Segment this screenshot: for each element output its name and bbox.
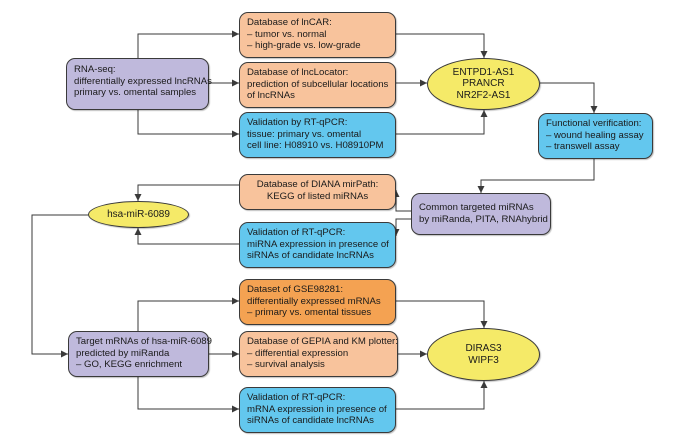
lnclocator-box: Database of lncLocator: prediction of su… bbox=[239, 62, 396, 108]
targets-line-1: predicted by miRanda bbox=[76, 347, 170, 359]
arrow-targets-to-qpcr3 bbox=[137, 376, 239, 413]
common-mirnas-box: Common targeted miRNAs by miRanda, PITA,… bbox=[411, 193, 551, 235]
targets-line-2: – GO, KEGG enrichment bbox=[76, 359, 183, 370]
lncar-title: Database of lnCAR: bbox=[247, 17, 332, 28]
target-mrnas-box: Target mRNAs of hsa-miR-6089 predicted b… bbox=[68, 331, 212, 377]
diana-box: Database of DIANA mirPath: KEGG of liste… bbox=[239, 174, 396, 210]
diana-title: Database of DIANA mirPath: bbox=[256, 179, 379, 190]
arrow-qpcr2-to-mir bbox=[134, 228, 239, 245]
qpcr-tissue-title: Validation by RT-qPCR: bbox=[247, 117, 348, 128]
candidate-3: NR2F2-AS1 bbox=[456, 89, 511, 101]
arrow-rnaseq-to-lncar bbox=[137, 30, 239, 58]
common-title: Common targeted miRNAs bbox=[419, 202, 534, 213]
rnaseq-line-1: differentially expressed lncRNAs bbox=[74, 75, 212, 87]
gse-line-1: differentially expressed mRNAs bbox=[247, 295, 381, 307]
lncar-box: Database of lnCAR: – tumor vs. normal – … bbox=[239, 12, 396, 58]
qpcr-mirna-box: Validation of RT-qPCR: miRNA expression … bbox=[239, 222, 396, 268]
qpcr-mrna-line-1: mRNA expression in presence of bbox=[247, 403, 387, 415]
qpcr-tissue-box: Validation by RT-qPCR: tissue: primary v… bbox=[239, 112, 396, 158]
arrow-diana-to-mir bbox=[134, 184, 239, 201]
arrow-gse-to-final bbox=[396, 300, 488, 328]
gse-line-2: – primary vs. omental tissues bbox=[247, 307, 372, 318]
lncar-line-1: – tumor vs. normal bbox=[247, 28, 327, 40]
rnaseq-title: RNA-seq: bbox=[74, 64, 116, 75]
arrow-qpcr3-to-final bbox=[396, 381, 488, 410]
gepia-box: Database of GEPIA and KM plotter: – diff… bbox=[239, 331, 398, 377]
arrow-candidates-to-functional bbox=[540, 82, 598, 113]
rnaseq-line-2: primary vs. omental samples bbox=[74, 87, 197, 98]
lnclocator-title: Database of lncLocator: bbox=[247, 67, 349, 78]
qpcr-tissue-line-2: cell line: H08910 vs. H08910PM bbox=[247, 140, 384, 151]
final-gene-2: WIPF3 bbox=[468, 354, 499, 366]
gepia-line-2: – survival analysis bbox=[247, 359, 325, 370]
lnclocator-line-1: prediction of subcellular locations bbox=[247, 78, 389, 90]
mir-6089-label: hsa-miR-6089 bbox=[107, 208, 170, 220]
qpcr-mirna-line-1: miRNA expression in presence of bbox=[247, 238, 389, 250]
candidate-2: PRANCR bbox=[462, 78, 505, 90]
targets-title: Target mRNAs of hsa-miR-6089 bbox=[76, 336, 212, 347]
arrow-targets-to-gse bbox=[137, 297, 239, 331]
candidate-1: ENTPD1-AS1 bbox=[452, 66, 515, 78]
qpcr-mrna-title: Validation of RT-qPCR: bbox=[247, 392, 346, 403]
rnaseq-box: RNA-seq: differentially expressed lncRNA… bbox=[66, 58, 212, 110]
final-genes-ellipse: DIRAS3 WIPF3 bbox=[427, 328, 540, 381]
functional-verification-box: Functional verification: – wound healing… bbox=[538, 113, 653, 159]
arrow-common-to-diana bbox=[392, 190, 411, 212]
qpcr-mrna-line-2: siRNAs of candidate lncRNAs bbox=[247, 415, 374, 426]
qpcr-mirna-line-2: siRNAs of candidate lncRNAs bbox=[247, 250, 374, 261]
arrow-common-to-qpcr2 bbox=[392, 218, 411, 236]
gse-title: Dataset of GSE98281: bbox=[247, 284, 343, 295]
functional-line-1: – wound healing assay bbox=[546, 129, 644, 141]
qpcr-tissue-line-1: tissue: primary vs. omental bbox=[247, 128, 362, 140]
arrow-mir-to-targets bbox=[31, 214, 88, 358]
gse98281-box: Dataset of GSE98281: differentially expr… bbox=[239, 279, 396, 325]
arrow-lncar-to-candidates bbox=[396, 33, 488, 58]
gepia-line-1: – differential expression bbox=[247, 347, 349, 359]
gepia-title: Database of GEPIA and KM plotter: bbox=[247, 336, 398, 347]
candidate-lncrnas-ellipse: ENTPD1-AS1 PRANCR NR2F2-AS1 bbox=[427, 58, 540, 110]
arrow-rnaseq-to-qpcr1 bbox=[137, 110, 239, 138]
mir-6089-ellipse: hsa-miR-6089 bbox=[88, 201, 189, 228]
lnclocator-line-2: of lncRNAs bbox=[247, 90, 295, 101]
common-line-1: by miRanda, PITA, RNAhybrid bbox=[419, 213, 548, 225]
diana-line-1: KEGG of listed miRNAs bbox=[266, 190, 369, 202]
arrow-functional-to-common bbox=[477, 159, 595, 193]
qpcr-mirna-title: Validation of RT-qPCR: bbox=[247, 227, 346, 238]
qpcr-mrna-box: Validation of RT-qPCR: mRNA expression i… bbox=[239, 387, 396, 433]
functional-line-2: – transwell assay bbox=[546, 141, 620, 152]
functional-title: Functional verification: bbox=[546, 118, 642, 129]
lncar-line-2: – high-grade vs. low-grade bbox=[247, 40, 361, 51]
arrow-qpcr1-to-candidates bbox=[396, 110, 488, 135]
final-gene-1: DIRAS3 bbox=[465, 343, 502, 354]
